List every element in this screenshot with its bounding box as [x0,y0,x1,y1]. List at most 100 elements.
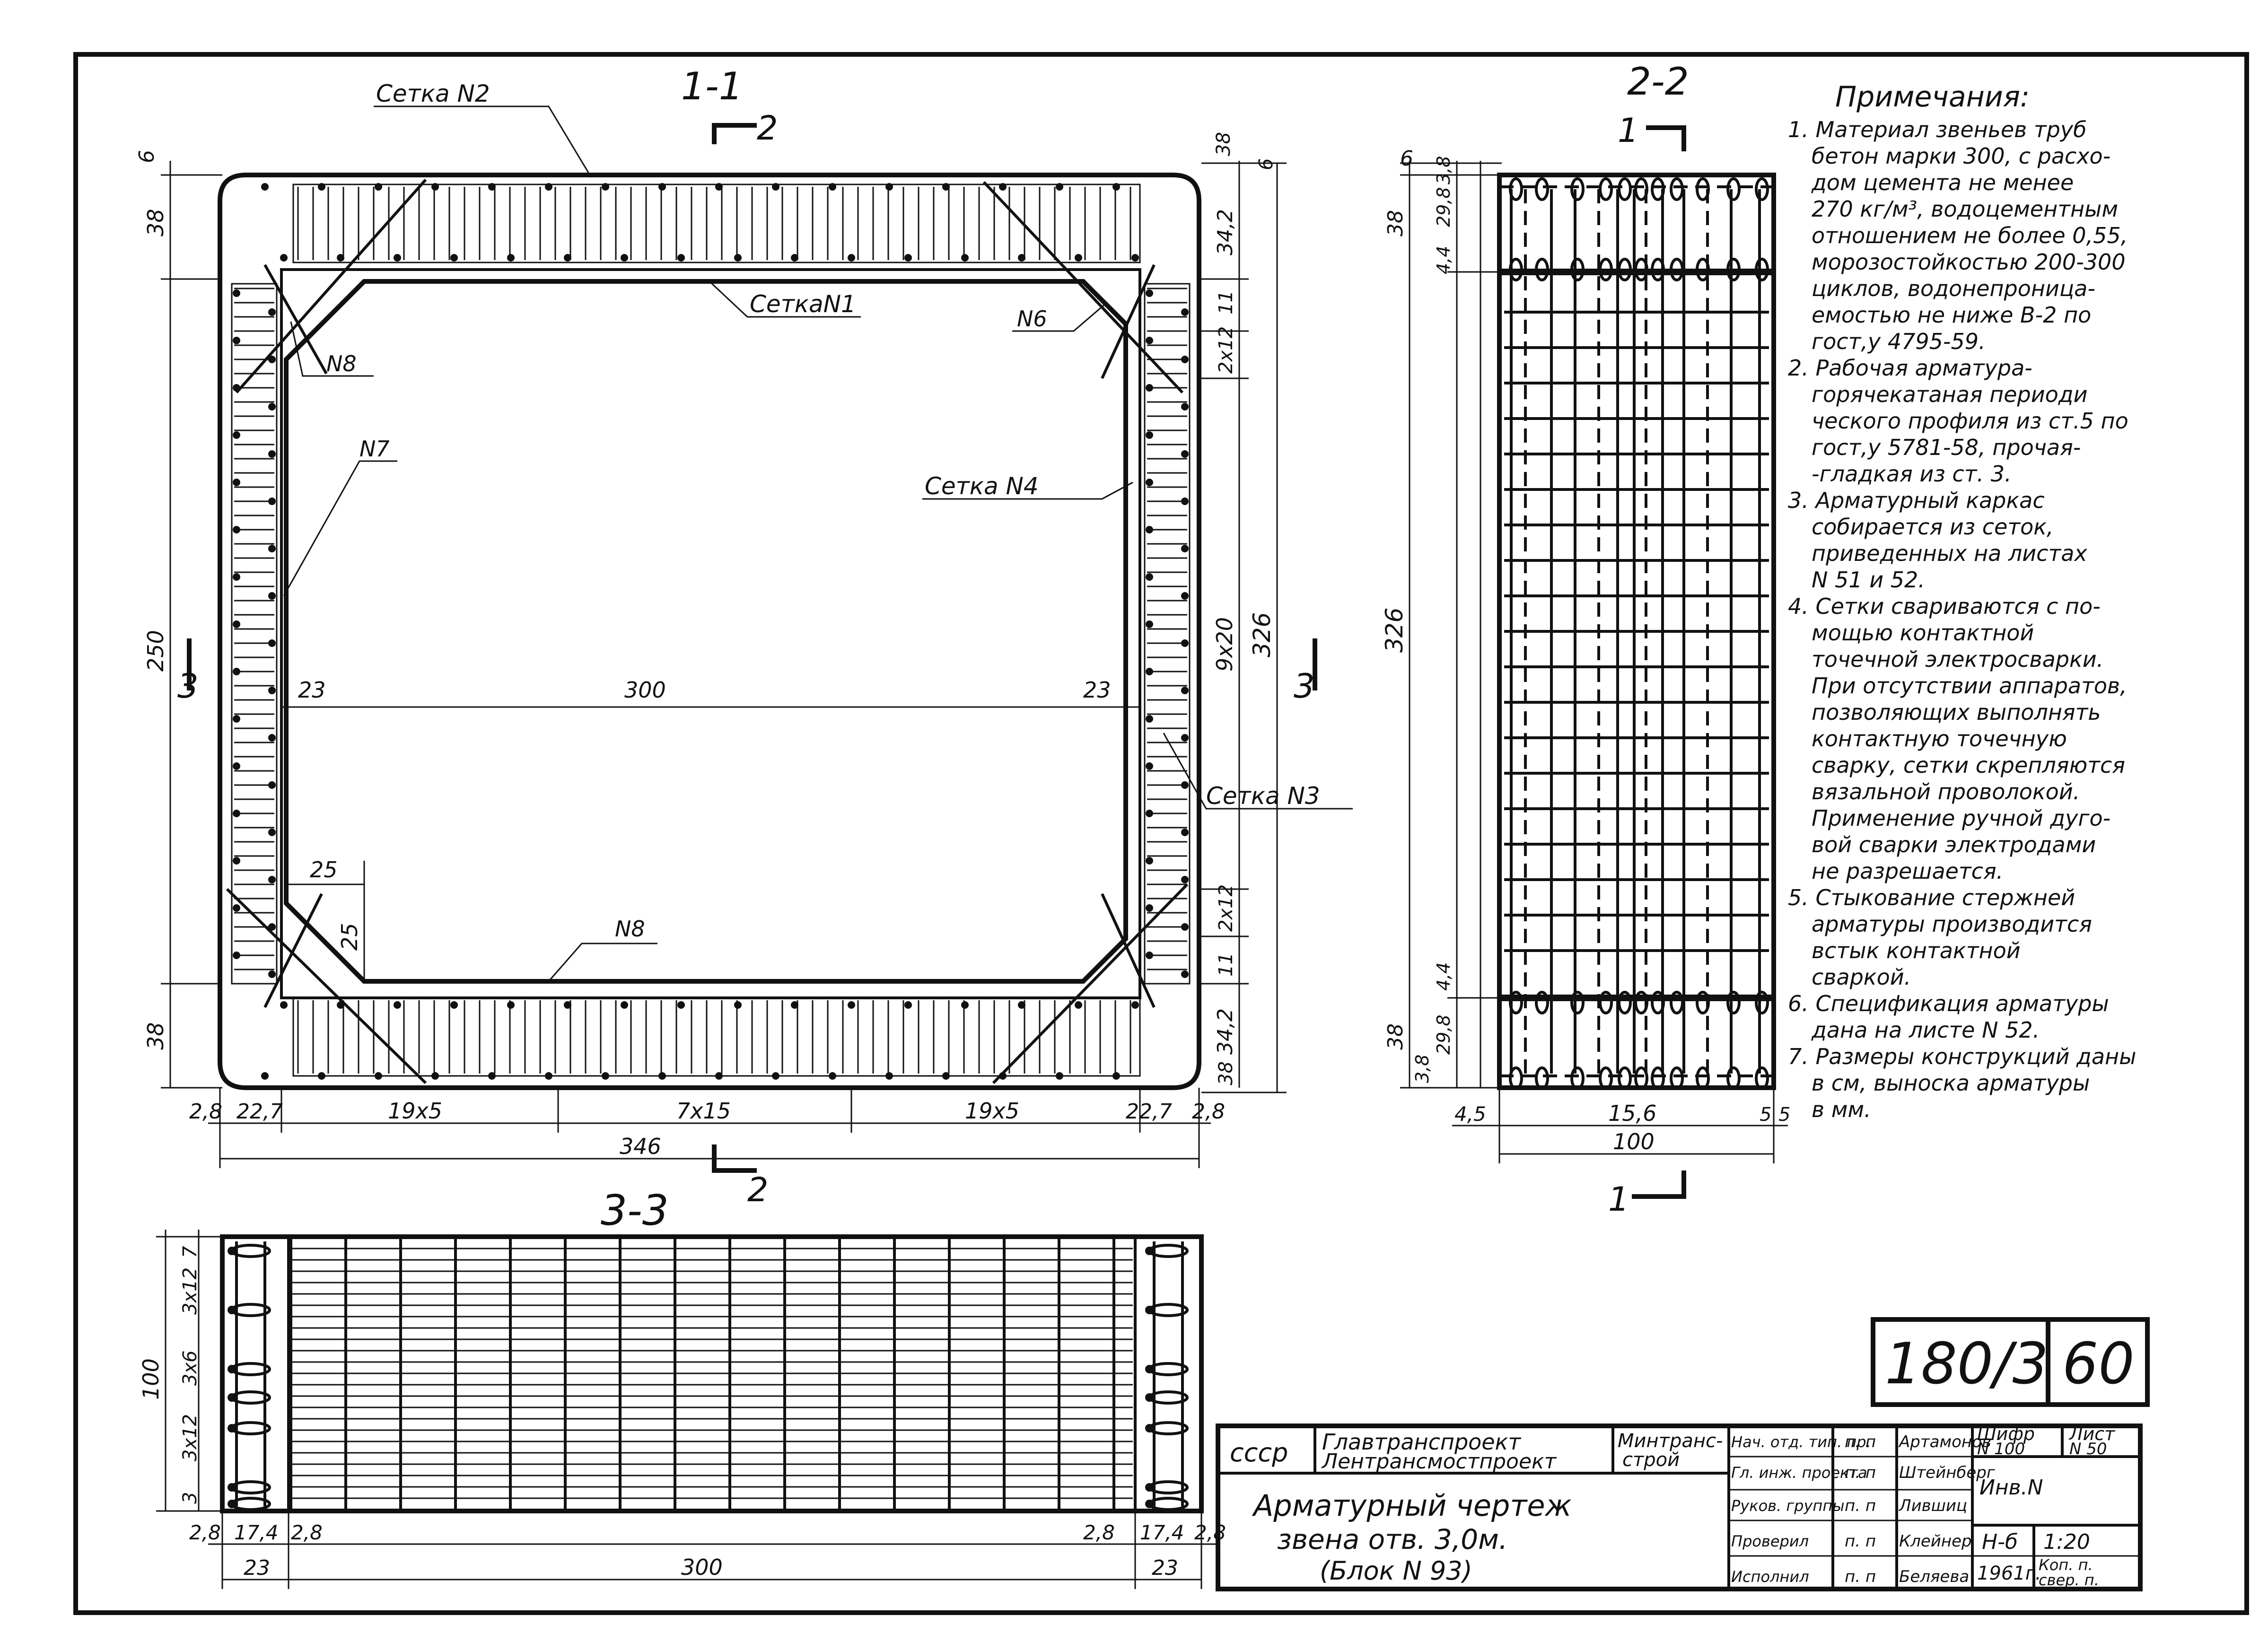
s22-outer [1497,173,1776,1090]
s11-dim-bottom-227-left: 22,7 [236,1100,283,1124]
stamp-role: Проверил [1731,1532,1809,1550]
s11-left-bar-dot [268,403,276,410]
s11-bottom-bar-dot [261,1072,269,1080]
s11-dim-bottom-19x5-left: 19x5 [388,1098,442,1124]
s11-top-bar-dot [318,183,325,191]
s22-dim-left-44-bottom: 4,4 [1433,962,1454,991]
s33-end-dot [228,1393,236,1402]
s22-top-loop [1696,177,1710,201]
s11-top-bar-dot [337,254,344,262]
s22-top-loop [1726,258,1741,281]
s11-bottom-bar-dot [507,1001,515,1009]
s11-left-bar-dot [268,876,276,883]
leader-n7 [283,460,397,596]
s22-top-loop [1599,258,1613,281]
section-1-1: 1-1 2 2 3 3 Сетка N2 СеткаN1 N6 N8 N7 Се… [135,64,1353,1209]
section-3-3: 3-3 7 3x12 3x6 3x12 3 100 2,8 17,4 2,8 2… [138,1186,1226,1589]
s22-top-loops [1509,177,1769,281]
s11-bottom-bar-dot [885,1072,893,1080]
s11-left-bar-dot [233,904,240,912]
notes-line: приведенных на листах [1812,541,2087,566]
s11-dim-right-2x12-bottom: 2x12 [1215,884,1237,932]
notes-line: собирается из сеток, [1812,514,2054,540]
s11-diag-bar-tr2 [1101,264,1156,379]
s22-top-loop [1755,258,1769,281]
s33-horizontal-bars [291,1248,1133,1499]
s11-bottom-bar-dot [602,1072,609,1080]
s11-bottom-bar-dot [564,1001,571,1009]
s11-dim-left-38-bottom: 38 [143,1022,168,1050]
s11-left-bar-dot [233,289,240,297]
stamp-sign: п. п [1845,1567,1876,1586]
s11-left-mesh-frame [231,283,278,985]
s22-bottom-loop [1599,1066,1613,1090]
s22-top-loop [1651,258,1665,281]
s11-dim-bottom-19x5-right: 19x5 [965,1098,1019,1124]
notes-line: сваркой. [1812,964,1911,990]
s11-dim-25-h: 25 [310,857,338,882]
s11-dim-right-11-bottom: 11 [1215,952,1237,977]
s22-bottom-loops [1509,991,1769,1090]
notes-line: N 51 и 52. [1812,567,1925,593]
stamp-frame [1216,1424,2143,1591]
s11-dim-bottom-227-right: 22,7 [1126,1100,1172,1124]
s11-right-bar-dot [1181,876,1189,883]
s11-top-bar-dot [1056,183,1063,191]
s11-top-mesh-frame [292,183,1141,263]
s22-top-loop [1634,177,1648,201]
s11-left-bar-dot [268,356,276,363]
s11-dim-right-2x12-top: 2x12 [1215,326,1237,374]
s11-right-bar-dot [1181,829,1189,836]
s11-left-bar-dot [233,337,240,344]
notes-line: вой сварки электродами [1812,832,2096,857]
s22-bottom-loop [1726,991,1741,1014]
s11-diag-bar-tr [982,181,1184,394]
notes-line: дана на листе N 52. [1811,1017,2040,1043]
s11-dim-bottom-28-right: 2,8 [1192,1100,1225,1124]
notes-title: Примечания: [1835,80,2030,114]
s22-bottom-loop [1696,991,1710,1014]
stamp-sign: п. п [1845,1463,1876,1482]
s11-cut3-right-label: 3 [1294,667,1315,706]
notes-line: мощью контактной [1812,620,2034,646]
s22-dim-left-298-top: 29,8 [1433,187,1454,227]
s22-top-loop [1670,177,1684,201]
s11-left-bar-dot [268,970,276,978]
s11-left-bar-dot [268,450,276,458]
s33-dim-bottom-23-left: 23 [244,1556,270,1580]
s22-title: 2-2 [1627,60,1689,104]
s33-end-dot [228,1306,236,1314]
s11-right-bar-dot [1181,734,1189,742]
notes-line: точечной электросварки. [1812,646,2103,672]
s11-bottom-bar-dot [488,1072,496,1080]
s11-right-bar-dot [1181,545,1189,552]
leader-n8-bottom [548,943,657,982]
s22-top-loop [1696,258,1710,281]
s11-bottom-bar-dot [318,1072,325,1080]
s11-left-bar-dot [233,857,240,865]
stamp-list-label: Лист [2068,1424,2116,1444]
s22-bottom-loop [1599,991,1613,1014]
s11-dim-right-38-bottom: 38 [1215,1061,1237,1085]
stamp-mark: Н-б [1982,1530,2018,1554]
s33-end-dot [228,1247,236,1255]
s11-right-bar-dot [1146,479,1153,486]
s11-top-bar-dot [261,183,269,191]
s33-dim-left-100: 100 [138,1358,164,1400]
s11-top-bar-dot [772,183,779,191]
s22-cut1-top-label: 1 [1618,111,1639,150]
label-setka4: Сетка N4 [925,472,1039,500]
s11-right-bar-dot [1181,498,1189,505]
leader-n8-top [290,321,374,377]
s11-right-bar-dot [1181,639,1189,647]
s22-bottom-loop [1570,991,1585,1014]
s11-top-bar-dot [507,254,515,262]
s11-diag-bar-tl2 [263,264,328,375]
s11-left-bar-dot [268,781,276,789]
s11-bottom-bar-dot [431,1072,439,1080]
s22-top-loop [1570,258,1585,281]
s33-end-dot [228,1500,236,1508]
leader-n6 [1012,302,1107,332]
s22-bottom-loop [1670,991,1684,1014]
